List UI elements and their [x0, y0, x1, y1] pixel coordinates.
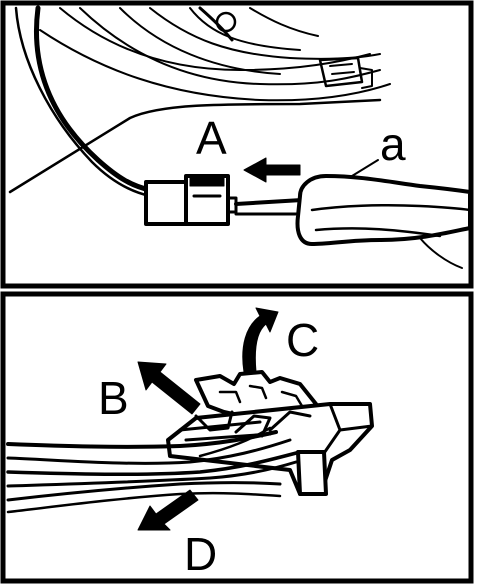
- wire-bundle: [6, 426, 302, 514]
- bottom-panel: C B D: [0, 291, 474, 584]
- connector-latch: [189, 175, 225, 187]
- bottom-panel-frame: [0, 291, 474, 584]
- top-panel: A a: [0, 0, 474, 289]
- connector-housing-left: [144, 180, 190, 226]
- top-panel-frame: [0, 0, 474, 289]
- lift-arrow: [137, 361, 201, 415]
- label-lift-direction: B: [98, 372, 129, 424]
- tool-leader-line: [351, 159, 379, 177]
- connector-block: [166, 370, 374, 496]
- label-push-direction: A: [196, 112, 227, 164]
- label-rotate-direction: C: [286, 314, 319, 366]
- connector-a: [144, 174, 238, 226]
- harness-wire-thin: [14, 6, 152, 198]
- rotate-arrow: [242, 307, 279, 373]
- pull-arrow: [137, 489, 199, 531]
- panel-edge-line: [8, 98, 382, 194]
- push-arrow: [243, 157, 301, 183]
- screwdriver-handle: [295, 174, 472, 246]
- background-wiring: [39, 6, 391, 102]
- harness-wire-thick: [33, 5, 153, 193]
- label-tool: a: [380, 118, 406, 170]
- screwdriver-tool: [234, 159, 472, 269]
- label-pull-direction: D: [184, 528, 217, 580]
- connector-end-cap: [296, 450, 328, 496]
